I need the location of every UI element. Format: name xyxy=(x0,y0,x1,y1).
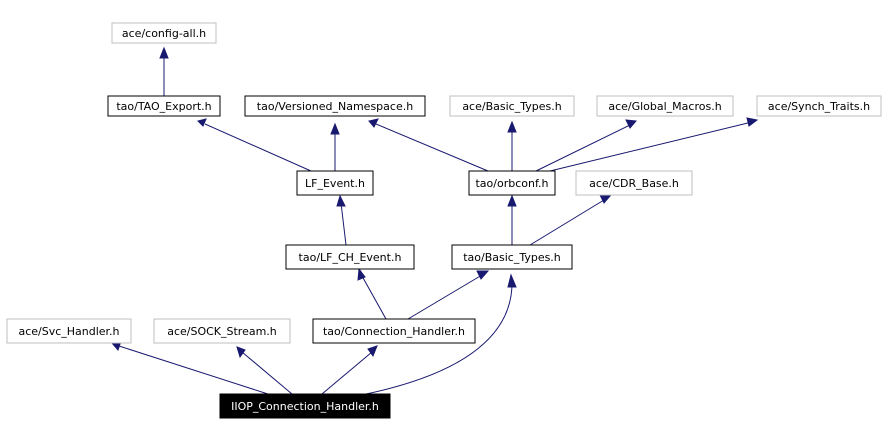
edge-iiop-handler-to-connection-handler xyxy=(321,345,378,395)
node-tao-export[interactable]: tao/TAO_Export.h xyxy=(107,95,221,117)
node-label: ace/config-all.h xyxy=(122,27,206,40)
edge-tao-export-to-config-all xyxy=(159,46,169,96)
node-label: tao/Versioned_Namespace.h xyxy=(257,100,413,113)
node-tao-connection-handler[interactable]: tao/Connection_Handler.h xyxy=(312,318,476,344)
node-label: ace/Basic_Types.h xyxy=(462,100,561,113)
node-label: tao/Connection_Handler.h xyxy=(323,325,465,338)
node-ace-cdr-base[interactable]: ace/CDR_Base.h xyxy=(575,170,693,196)
edge-iiop-handler-to-svc-handler xyxy=(111,340,269,395)
node-ace-config-all[interactable]: ace/config-all.h xyxy=(111,22,217,44)
node-lf-event[interactable]: LF_Event.h xyxy=(296,170,374,196)
node-label: ace/Svc_Handler.h xyxy=(18,325,119,338)
node-tao-basic-types[interactable]: tao/Basic_Types.h xyxy=(451,244,573,270)
edge-iiop-handler-to-sock-stream xyxy=(236,346,293,395)
node-iiop-connection-handler[interactable]: IIOP_Connection_Handler.h xyxy=(219,393,391,419)
edge-connection-handler-to-tao-basic-types xyxy=(407,270,490,320)
edge-connection-handler-to-lf-ch-event xyxy=(357,267,387,320)
node-tao-versioned-namespace[interactable]: tao/Versioned_Namespace.h xyxy=(244,95,426,117)
edge-lf-event-to-tao-export xyxy=(197,118,312,172)
node-ace-svc-handler[interactable]: ace/Svc_Handler.h xyxy=(6,318,132,344)
node-label: tao/Basic_Types.h xyxy=(463,251,561,264)
edge-orbconf-to-versioned-namespace xyxy=(368,118,489,172)
node-label: ace/CDR_Base.h xyxy=(589,177,679,190)
node-ace-synch-traits[interactable]: ace/Synch_Traits.h xyxy=(756,95,882,117)
node-label: ace/Synch_Traits.h xyxy=(768,100,870,113)
node-label: tao/LF_CH_Event.h xyxy=(299,251,402,264)
node-label: ace/SOCK_Stream.h xyxy=(167,325,277,338)
edge-tao-basic-types-to-orbconf xyxy=(507,194,517,245)
node-label: IIOP_Connection_Handler.h xyxy=(231,400,379,413)
node-tao-lf-ch-event[interactable]: tao/LF_CH_Event.h xyxy=(285,244,415,270)
node-label: LF_Event.h xyxy=(305,177,365,190)
node-ace-basic-types[interactable]: ace/Basic_Types.h xyxy=(449,95,575,117)
node-tao-orbconf[interactable]: tao/orbconf.h xyxy=(468,170,556,196)
node-ace-global-macros[interactable]: ace/Global_Macros.h xyxy=(596,95,734,117)
dependency-edges xyxy=(111,46,759,395)
header-file-nodes: ace/config-all.h tao/TAO_Export.h tao/Ve… xyxy=(6,22,882,419)
edge-iiop-handler-to-tao-basic-types xyxy=(365,273,517,395)
node-label: ace/Global_Macros.h xyxy=(608,100,721,113)
edge-orbconf-to-ace-basic-types xyxy=(507,120,517,171)
node-label: tao/TAO_Export.h xyxy=(116,100,211,113)
edge-orbconf-to-synch-traits xyxy=(549,117,759,172)
edge-tao-basic-types-to-cdr-base xyxy=(529,194,612,246)
edge-lf-event-to-versioned-namespace xyxy=(330,122,340,171)
node-label: tao/orbconf.h xyxy=(475,177,548,190)
edge-orbconf-to-global-macros xyxy=(535,119,638,172)
edge-lf-ch-event-to-lf-event xyxy=(336,194,347,246)
node-ace-sock-stream[interactable]: ace/SOCK_Stream.h xyxy=(153,318,291,344)
